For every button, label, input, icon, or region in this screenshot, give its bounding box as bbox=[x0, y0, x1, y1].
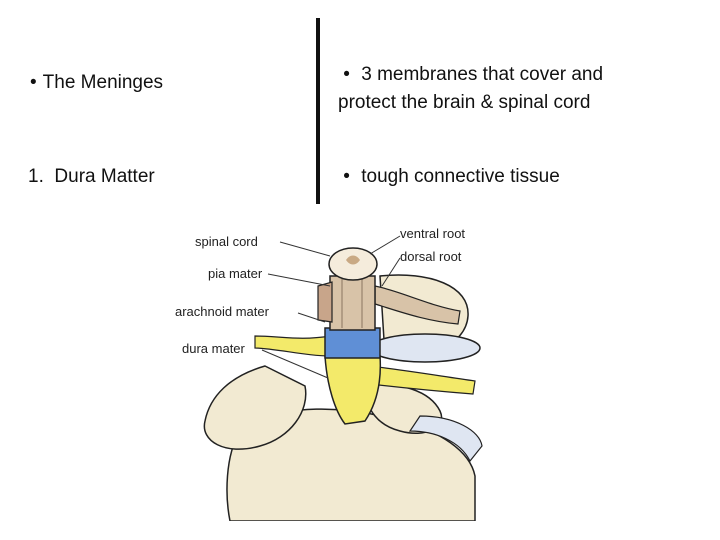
spinal-meninges-diagram: spinal cord pia mater arachnoid mater du… bbox=[175, 226, 483, 521]
dura-description-bullet: • tough connective tissue bbox=[338, 163, 560, 191]
left-nerve-root bbox=[254, 335, 333, 357]
label-spinal-cord: spinal cord bbox=[195, 234, 258, 249]
definition-line-1: 3 membranes that cover and bbox=[361, 64, 604, 85]
heading-bullet: •The Meninges bbox=[30, 69, 163, 97]
meninges-heading: The Meninges bbox=[42, 72, 164, 93]
dura-description: tough connective tissue bbox=[361, 166, 560, 187]
lower-vertebra bbox=[226, 408, 476, 521]
definition-bullet: • 3 membranes that cover and protect the… bbox=[338, 61, 603, 117]
definition-line-2: protect the brain & spinal cord bbox=[338, 92, 591, 113]
dura-mater-layer bbox=[324, 355, 382, 425]
right-nerve-root bbox=[369, 365, 476, 395]
cut-dura-flap bbox=[317, 281, 333, 323]
label-dura-mater: dura mater bbox=[182, 341, 246, 356]
bullet-icon: • bbox=[338, 64, 356, 85]
label-pia-mater: pia mater bbox=[208, 266, 263, 281]
pia-mater-layer bbox=[329, 275, 376, 331]
bullet-icon: • bbox=[338, 166, 356, 187]
column-divider bbox=[316, 18, 320, 204]
item-number: 1. bbox=[28, 166, 44, 187]
dorsal-root-fibers bbox=[374, 285, 461, 325]
intervertebral-disc bbox=[369, 333, 481, 363]
lower-disc bbox=[408, 415, 483, 463]
transverse-process-left bbox=[203, 365, 307, 450]
arachnoid-mater-layer bbox=[324, 327, 381, 359]
bullet-icon: • bbox=[30, 72, 37, 93]
dura-matter-label: Dura Matter bbox=[54, 166, 155, 187]
numbered-item: 1. Dura Matter bbox=[28, 163, 155, 191]
label-arachnoid-mater: arachnoid mater bbox=[175, 304, 270, 319]
label-ventral-root: ventral root bbox=[400, 226, 465, 241]
label-dorsal-root: dorsal root bbox=[400, 249, 462, 264]
